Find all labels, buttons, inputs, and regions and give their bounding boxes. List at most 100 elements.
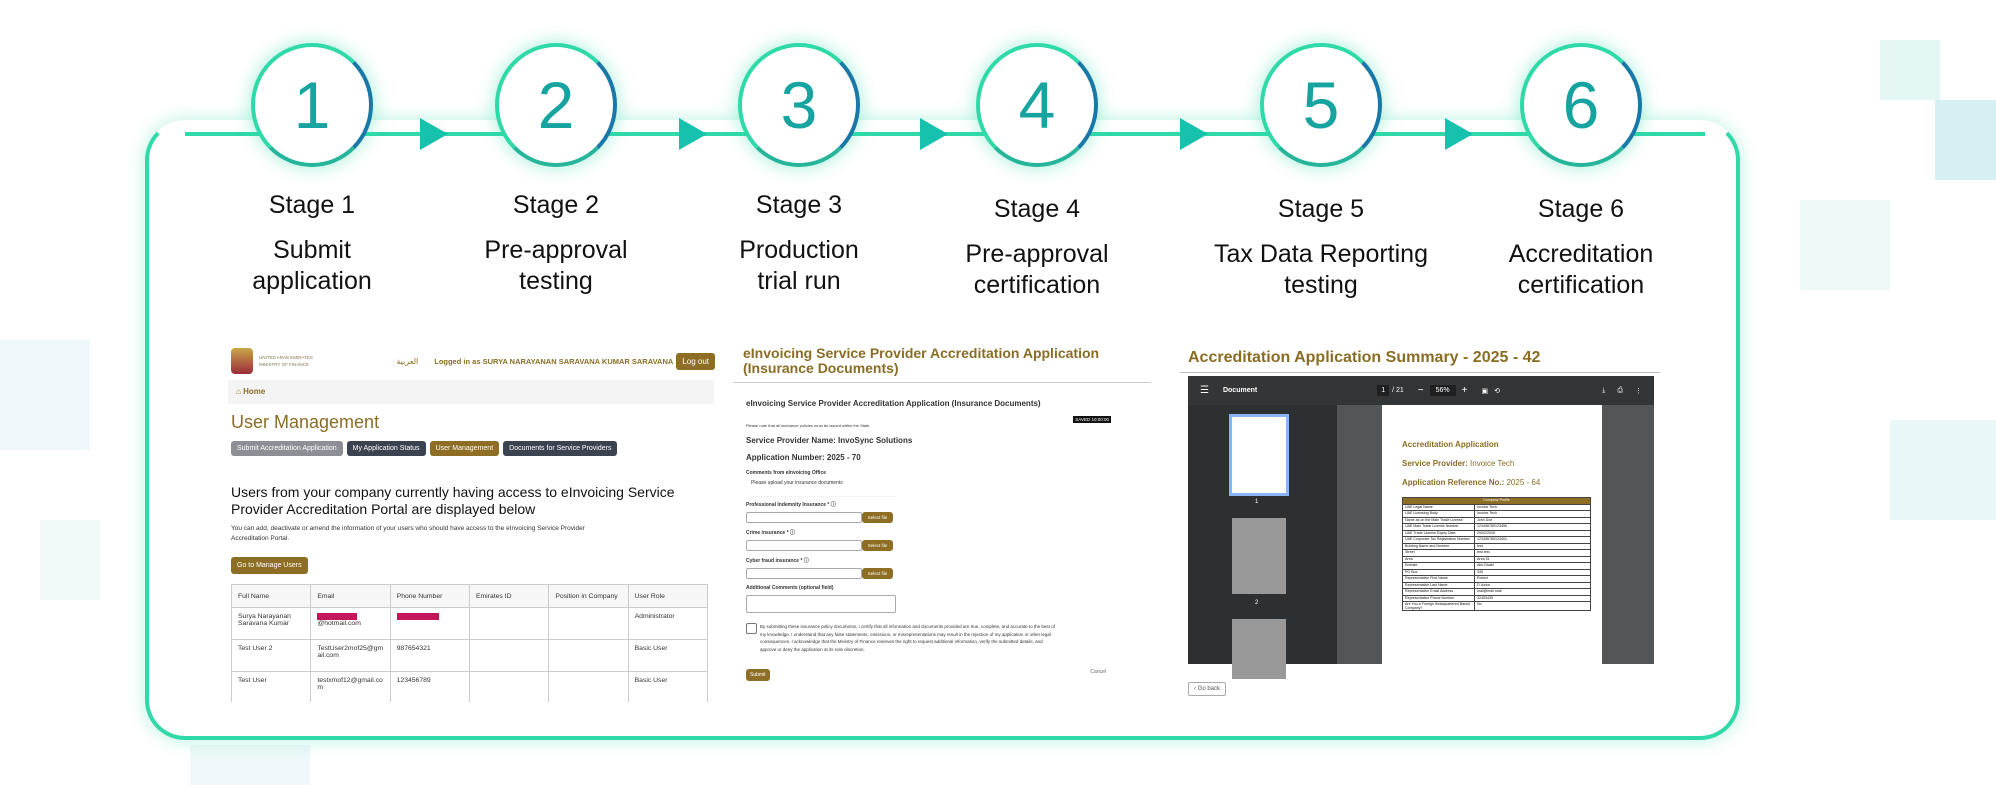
file-upload-row: Select file <box>746 568 1151 579</box>
stage-title: Stage 4 <box>993 195 1081 223</box>
arrow-right-icon <box>679 118 707 150</box>
professional-indemnity-file-input[interactable] <box>746 512 862 523</box>
cell-email: @hotmail.com <box>310 607 391 640</box>
cell-eid <box>468 671 550 702</box>
select-file-button[interactable]: Select file <box>862 512 893 523</box>
more-options-icon[interactable]: ⋮ <box>1635 387 1642 395</box>
zoom-level[interactable]: 56% <box>1429 385 1456 396</box>
fit-page-icon[interactable]: ▣ <box>1481 387 1489 395</box>
form-footer: Submit Cancel <box>746 669 1106 681</box>
comments-field: Please upload your insurance documents <box>751 480 896 497</box>
additional-comments-textarea[interactable] <box>746 595 896 613</box>
manage-users-button[interactable]: Go to Manage Users <box>231 557 308 574</box>
download-icon[interactable]: ⤓ <box>1602 386 1606 394</box>
cell-name: Test User 2 <box>230 639 312 672</box>
background-tile <box>1935 100 1996 180</box>
stage-desc: Pre-approval <box>484 236 628 264</box>
menu-icon[interactable]: ☰ <box>1200 385 1209 396</box>
stage-title: Stage 2 <box>512 191 600 219</box>
tab-application-status[interactable]: My Application Status <box>346 441 426 456</box>
print-icon[interactable]: ⎙ <box>1617 386 1623 394</box>
saved-badge: SAVED 10:00:00 <box>1073 416 1111 423</box>
value: 2025 - 64 <box>1506 478 1541 487</box>
table-row: Are You a Foreign Headquartered Based Co… <box>1402 601 1591 611</box>
stage-4-circle: 4 <box>976 43 1098 167</box>
go-back-label: Go back <box>1197 686 1221 692</box>
section-heading: Users from your company currently having… <box>231 484 675 517</box>
page-input[interactable]: 1 <box>1377 385 1390 396</box>
select-file-button[interactable]: Select file <box>862 540 893 551</box>
declaration-text: By submitting these insurance policy doc… <box>760 624 1055 652</box>
background-tile <box>1880 40 1940 100</box>
stage-number: 4 <box>1018 68 1056 142</box>
rotate-icon[interactable]: ⟲ <box>1494 387 1500 395</box>
go-back-button[interactable]: ‹ Go back <box>1188 682 1227 696</box>
arrow-right-icon <box>1180 118 1208 150</box>
label: Service Provider: <box>1402 459 1468 468</box>
cell-value: No <box>1474 601 1591 611</box>
cell-phone <box>389 607 470 640</box>
breadcrumb-home[interactable]: ⌂ Home <box>228 380 714 404</box>
tab-user-management[interactable]: User Management <box>429 441 500 456</box>
section-description: You can add, deactivate or amend the inf… <box>231 525 585 542</box>
column-header: Phone Number <box>389 584 470 608</box>
zoom-in-icon[interactable]: + <box>1461 385 1468 396</box>
stage-1-circle: 1 <box>251 43 373 167</box>
document-name: Document <box>1222 387 1258 394</box>
background-tile <box>1890 420 1996 520</box>
select-file-button[interactable]: Select file <box>862 568 893 579</box>
page-count: / 21 <box>1392 387 1404 394</box>
page-title: User Management <box>231 412 380 432</box>
stage-desc: testing <box>519 267 593 295</box>
stage-2-label: Stage 2 Pre-approval testing <box>436 190 676 297</box>
home-icon: ⌂ <box>236 387 244 396</box>
cancel-link[interactable]: Cancel <box>1090 669 1106 675</box>
additional-comments-label: Additional Comments (optional field) <box>746 585 834 591</box>
application-reference: Application Reference No.: 2025 - 64 <box>1402 478 1590 487</box>
tab-documents[interactable]: Documents for Service Providers <box>503 441 618 456</box>
stage-desc: application <box>252 267 372 295</box>
ministry-line: MINISTRY OF FINANCE <box>259 362 309 367</box>
pdf-toolbar: ☰ Document 1 / 21 − 56% + ▣ ⟲ ⤓ ⎙ ⋮ <box>1188 376 1654 405</box>
cell-email: testxmof12@gmail.com <box>310 671 391 702</box>
help-icon[interactable]: ⓘ <box>830 502 836 508</box>
cell-role: Basic User <box>627 671 709 702</box>
help-icon[interactable]: ⓘ <box>803 558 809 564</box>
thumbnail-sidebar: 1 2 <box>1188 405 1337 679</box>
submit-button[interactable]: Submit <box>746 669 770 681</box>
page-thumbnail-2[interactable] <box>1232 518 1286 594</box>
insurance-note: Please note that all insurance policies … <box>746 423 870 428</box>
tab-submit-application[interactable]: Submit Accreditation Application <box>231 441 343 456</box>
arabic-language-link[interactable]: العربية <box>396 356 419 366</box>
cell-value: mail@mail.mail <box>1474 588 1591 596</box>
file-upload-row: Select file <box>746 540 1151 551</box>
zoom-out-icon[interactable]: − <box>1417 385 1424 396</box>
thumbnail-page-number: 1 <box>1255 499 1259 505</box>
column-header: Position in Company <box>548 584 629 608</box>
logout-button[interactable]: Log out <box>676 352 715 370</box>
field-label: Cyber fraud insurance * ⓘ <box>746 557 1151 564</box>
cyber-fraud-file-input[interactable] <box>746 568 862 579</box>
table-row: Surya Narayanan Saravana Kumar @hotmail.… <box>230 607 709 640</box>
stage-number: 3 <box>780 68 818 142</box>
page-thumbnail-1[interactable] <box>1229 414 1289 496</box>
service-provider: Service Provider: Invoice Tech <box>1402 459 1590 468</box>
page-thumbnail-3[interactable] <box>1232 619 1286 679</box>
crime-insurance-file-input[interactable] <box>746 540 862 551</box>
declaration-checkbox[interactable] <box>746 623 757 634</box>
stage-desc: Tax Data Reporting <box>1213 240 1428 268</box>
cell-role: Basic User <box>627 639 709 672</box>
cell-value: Invoice Tech <box>1474 510 1591 518</box>
help-icon[interactable]: ⓘ <box>789 530 795 536</box>
cell-name: Test User <box>230 671 312 702</box>
